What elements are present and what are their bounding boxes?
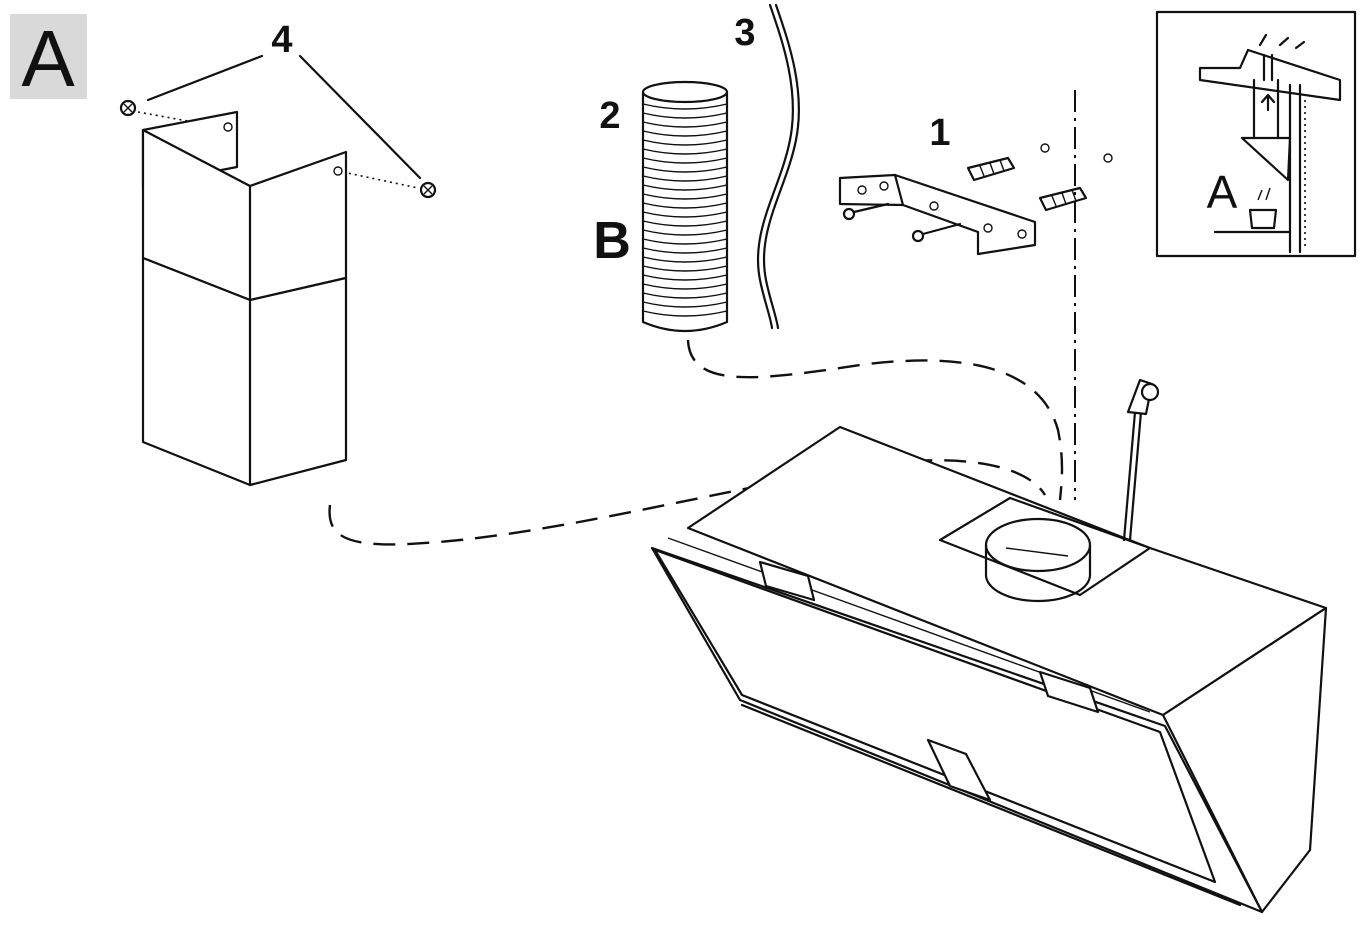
duct-rib [642,265,728,272]
duct-rib [642,148,728,155]
flexible-duct [641,80,729,333]
duct-rib [642,220,728,227]
power-cable [756,3,794,330]
duct-rib [642,283,728,290]
duct-path [686,339,1064,501]
cooker-hood [650,425,1328,914]
duct-rib [642,238,728,245]
inset-box: A [1155,10,1357,258]
step-badge: A [10,14,87,103]
wall-plug-upper [966,156,1016,182]
wall-hole-2 [1103,153,1113,163]
inset-label: A [1207,166,1238,218]
duct-rib [642,130,728,137]
duct-rib [642,292,728,299]
duct-rib [642,202,728,209]
wall-plug-lower [1038,186,1088,212]
duct-rib [642,229,728,236]
wall-hole-1 [1040,143,1050,153]
duct-rib [642,157,728,164]
duct-rib [642,166,728,173]
duct-rib [642,211,728,218]
duct-rib [642,301,728,308]
label-part-4: 4 [271,19,292,61]
label-part-1: 1 [929,112,950,154]
duct-rib [642,112,728,119]
step-label: A [21,14,75,103]
bracket-screw-1 [842,202,890,221]
duct-rib [642,175,728,182]
duct-rib [642,256,728,263]
duct-rib [642,121,728,128]
wall-bracket [838,173,1037,256]
chimney-screw-right [342,171,437,199]
bracket-screw-2 [911,222,962,243]
duct-rib [642,274,728,281]
label-part-2: 2 [599,95,620,137]
duct-rib [642,139,728,146]
leader-line-4a [146,54,264,102]
chimney-screw-left [119,99,227,129]
duct-rib [642,103,728,110]
duct-rib [642,193,728,200]
hood-power-cable [1122,378,1160,542]
leader-line-4b [298,54,422,180]
duct-rib [642,184,728,191]
duct-rib [642,310,728,317]
duct-rib [642,247,728,254]
label-duct-variant-b: B [593,212,631,270]
label-part-3: 3 [734,12,755,54]
chimney-cover [141,110,348,487]
